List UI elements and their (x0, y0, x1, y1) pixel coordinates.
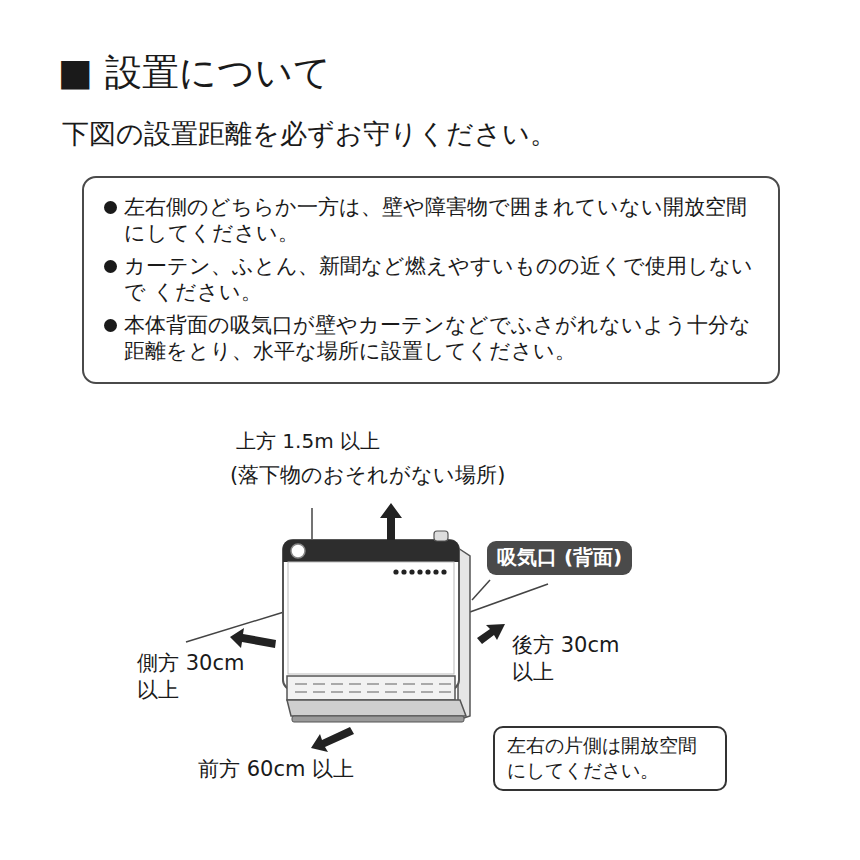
dimension-label: 後方 30cm以上 (512, 632, 632, 687)
box-text: カーテン、ふとん、新聞など燃えやすいものの近くで使用しないで ください。 (124, 253, 756, 305)
dimension-label: 前方 60cm 以上 (198, 756, 438, 783)
instruction-text: 下図の設置距離を必ずお守りください。 (62, 116, 762, 151)
section-title: ■ 設置について (58, 50, 331, 96)
notice-box: 左右側のどちらか一方は、壁や障害物で囲まれていない開放空間 にしてください。カー… (82, 176, 780, 384)
note-label: (落下物のおそれがない場所) (230, 462, 590, 489)
box-text: 左右の片側は開放空間 にしてください。 (507, 733, 715, 783)
dimension-label: 側方 30cm以上 (137, 650, 257, 705)
note-box: 左右の片側は開放空間 にしてください。 (493, 726, 727, 791)
box-text: 本体背面の吸気口が壁やカーテンなどでふさがれないよう十分な 距離をとり、水平な場… (124, 312, 756, 364)
dimension-label: 上方 1.5m 以上 (236, 428, 496, 454)
box-text: 吸気口 (背面) (497, 544, 622, 571)
intake-badge: 吸気口 (背面) (487, 541, 632, 575)
direction-arrows (230, 503, 505, 752)
box-text: 左右側のどちらか一方は、壁や障害物で囲まれていない開放空間 にしてください。 (124, 194, 756, 246)
heater-body (283, 531, 470, 722)
